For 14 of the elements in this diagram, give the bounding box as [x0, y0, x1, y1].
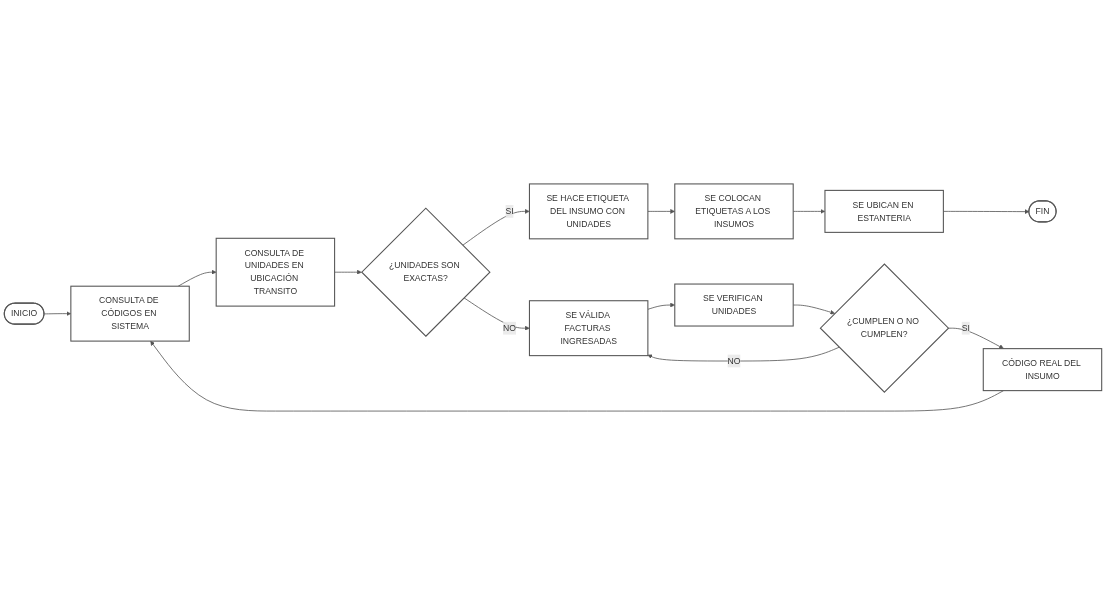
node-box: CONSULTA DE CÓDIGOS EN SISTEMA [70, 285, 190, 342]
node-diamond: ¿UNIDADES SON EXACTAS? [361, 207, 491, 338]
edge-label: SI [961, 323, 970, 333]
node-box: CONSULTA DE UNIDADES EN UBICACIÓN TRANSITO [215, 237, 336, 307]
node-diamond: ¿CUMPLEN O NO CUMPLEN? [819, 263, 950, 393]
node-box: SE VÁLIDA FACTURAS INGRESADAS [528, 300, 649, 357]
edge-label: NO [727, 356, 741, 366]
node-box: SE HACE ETIQUETA DEL INSUMO CON UNIDADES [528, 183, 649, 240]
node-box: CÓDIGO REAL DEL INSUMO [982, 348, 1103, 392]
edge-label: NO [503, 323, 516, 333]
edge-label: SI [505, 206, 514, 216]
node-box: SE COLOCAN ETIQUETAS A LOS INSUMOS [674, 183, 794, 240]
node-box: SE VERIFICAN UNIDADES [674, 283, 794, 327]
node-box: SE UBICAN EN ESTANTERIA [824, 189, 944, 233]
